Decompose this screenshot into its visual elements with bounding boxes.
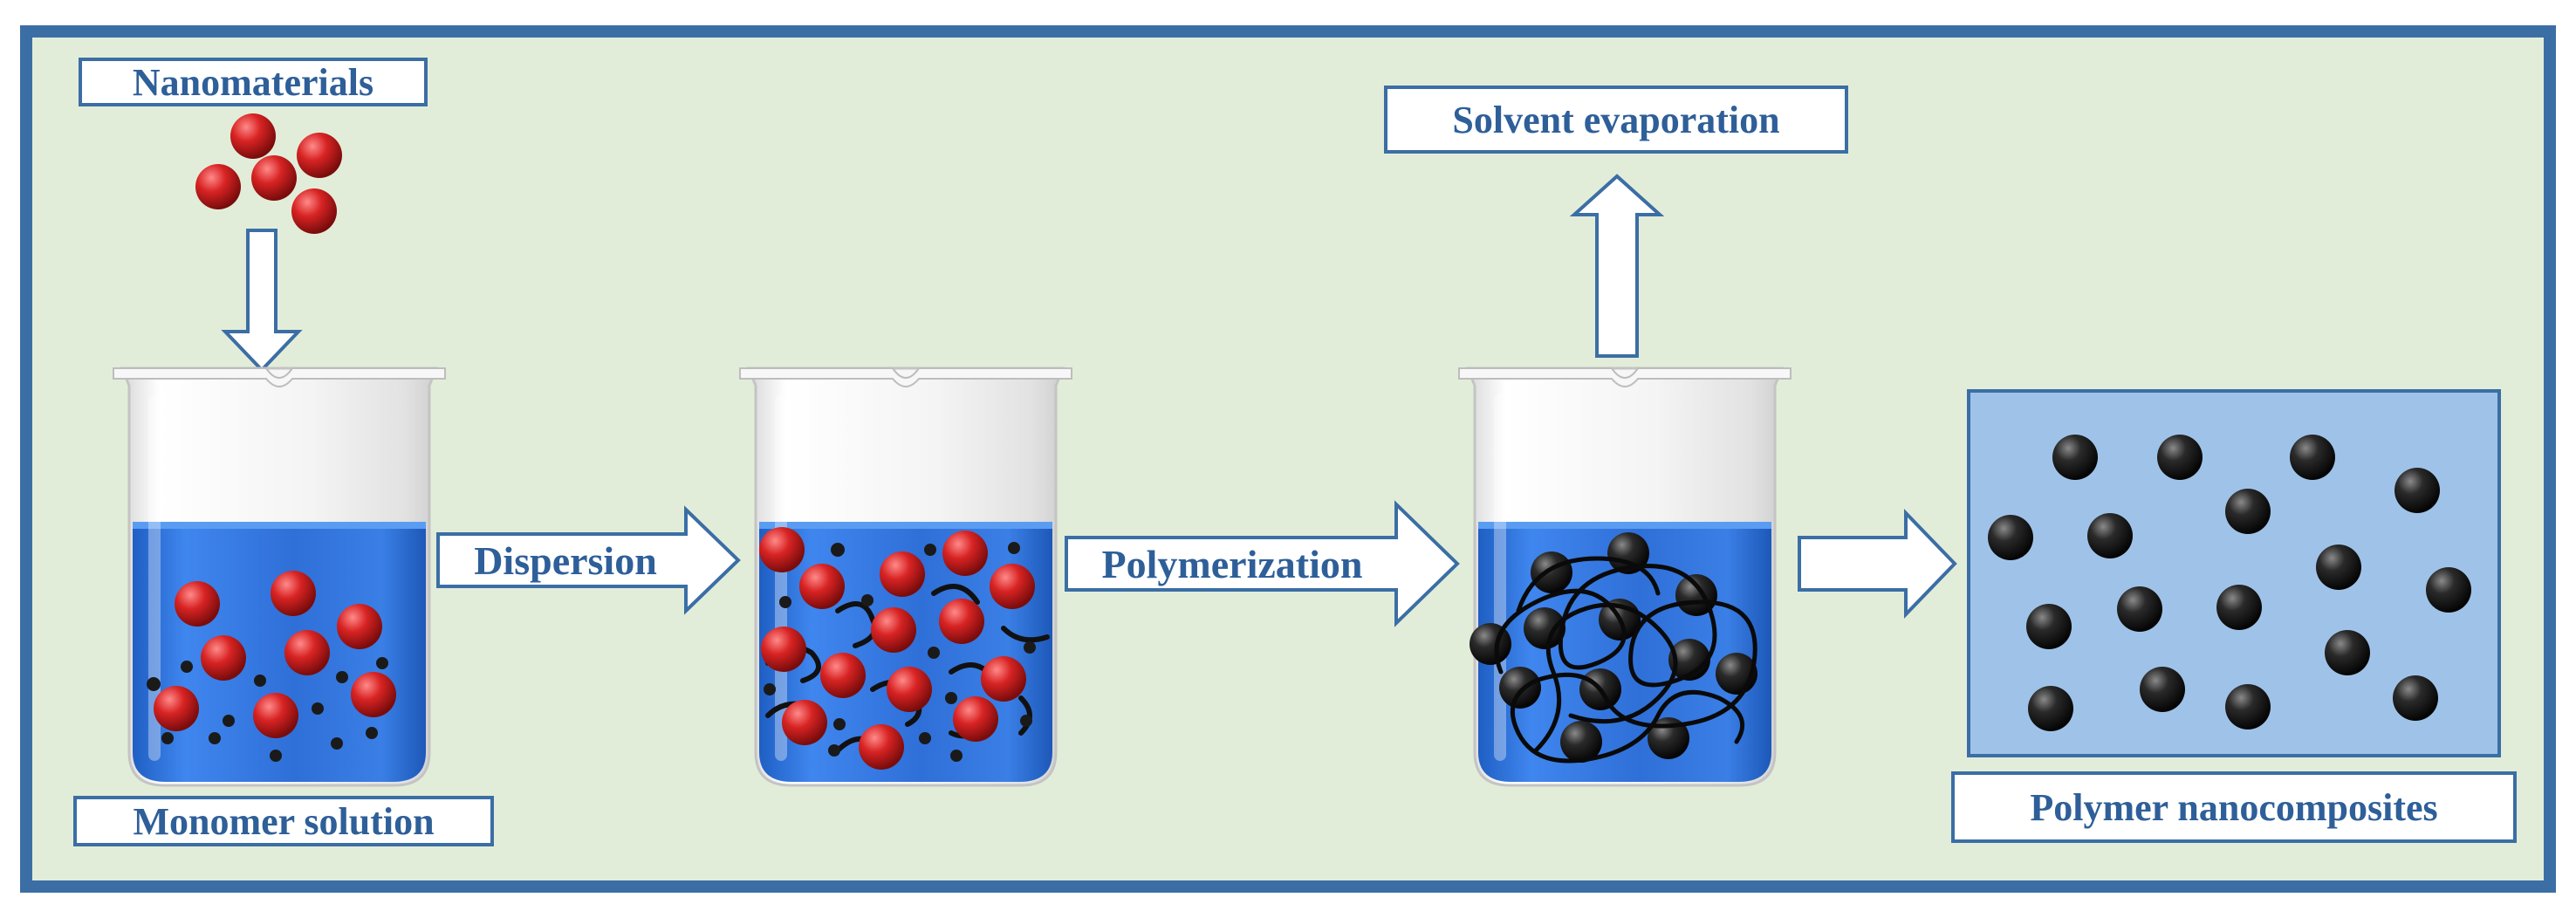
black-particle-icon [2087, 513, 2133, 558]
black-particle-icon [2426, 567, 2471, 613]
red-nanoparticle-icon [175, 581, 220, 627]
polymer-chain-icon [1494, 556, 1757, 764]
black-particle-icon [1524, 607, 1565, 649]
black-particle-icon [1499, 667, 1541, 709]
red-nanoparticle-icon [761, 627, 806, 672]
black-particle-icon [1531, 551, 1572, 593]
red-nanoparticle-icon [291, 188, 337, 234]
black-particle-icon [2394, 468, 2440, 513]
label-polymerization: Polymerization [1101, 541, 1363, 586]
red-nanoparticle-icon [990, 564, 1035, 609]
black-particle-icon [2225, 684, 2271, 729]
black-particle-icon [2216, 585, 2262, 630]
red-nanoparticle-icon [253, 693, 298, 738]
black-particle-icon [2316, 545, 2361, 590]
label-monomer-solution: Monomer solution [73, 796, 494, 846]
black-particle-icon [1607, 532, 1649, 574]
red-nanoparticle-icon [195, 164, 241, 209]
block-arrow-icon [1798, 509, 1957, 619]
red-nanoparticle-icon [201, 635, 246, 681]
red-nanoparticle-icon [981, 656, 1026, 702]
red-nanoparticle-icon [887, 667, 932, 712]
red-nanoparticle-icon [880, 551, 925, 597]
label-dispersion: Dispersion [474, 538, 657, 583]
beaker-2-contents [759, 527, 1050, 770]
red-nanoparticle-icon [942, 531, 988, 576]
black-particle-icon [2028, 686, 2073, 731]
label-polymer-nanocomposites: Polymer nanocomposites [1951, 771, 2517, 843]
black-particle-icon [1560, 721, 1602, 763]
red-nanoparticle-icon [284, 630, 330, 675]
red-nanoparticle-icon [271, 571, 316, 616]
red-nanoparticle-icon [953, 696, 998, 742]
black-particle-icon [2225, 489, 2271, 534]
beaker-3-contents [1470, 532, 1757, 764]
black-particle-icon [2052, 435, 2098, 480]
red-nanoparticle-icon [230, 113, 276, 159]
red-nanoparticle-icon [939, 599, 984, 644]
black-particle-icon [1988, 515, 2033, 560]
black-particle-icon [2026, 604, 2072, 649]
black-particle-icon [2290, 435, 2335, 480]
block-arrow-icon [1569, 174, 1665, 358]
red-nanoparticle-icon [337, 604, 382, 649]
red-nanoparticle-icon [759, 527, 805, 572]
block-arrow-icon [436, 505, 741, 615]
red-nanoparticle-icon [820, 653, 866, 698]
label-solvent-evaporation: Solvent evaporation [1384, 86, 1848, 154]
red-nanoparticle-icon [871, 607, 916, 653]
black-particle-icon [2325, 630, 2370, 675]
block-arrow-icon [1065, 500, 1460, 627]
black-particle-icon [2117, 586, 2162, 632]
red-nanoparticle-icon [859, 724, 904, 770]
red-nanoparticle-icon [799, 564, 845, 609]
black-particle-icon [2157, 435, 2203, 480]
red-nanoparticle-icon [351, 672, 396, 717]
block-arrow-icon [221, 229, 303, 373]
red-nanoparticle-icon [154, 686, 199, 731]
red-nanoparticle-icon [297, 133, 342, 178]
beaker-1-contents [147, 571, 396, 762]
falling-nanoparticles [195, 113, 342, 234]
black-particle-icon [2140, 667, 2185, 712]
label-nanomaterials: Nanomaterials [79, 58, 428, 106]
red-nanoparticle-icon [782, 700, 827, 745]
black-particle-icon [2393, 675, 2438, 721]
red-nanoparticle-icon [251, 155, 297, 201]
nanocomposite-particles [1988, 435, 2471, 731]
